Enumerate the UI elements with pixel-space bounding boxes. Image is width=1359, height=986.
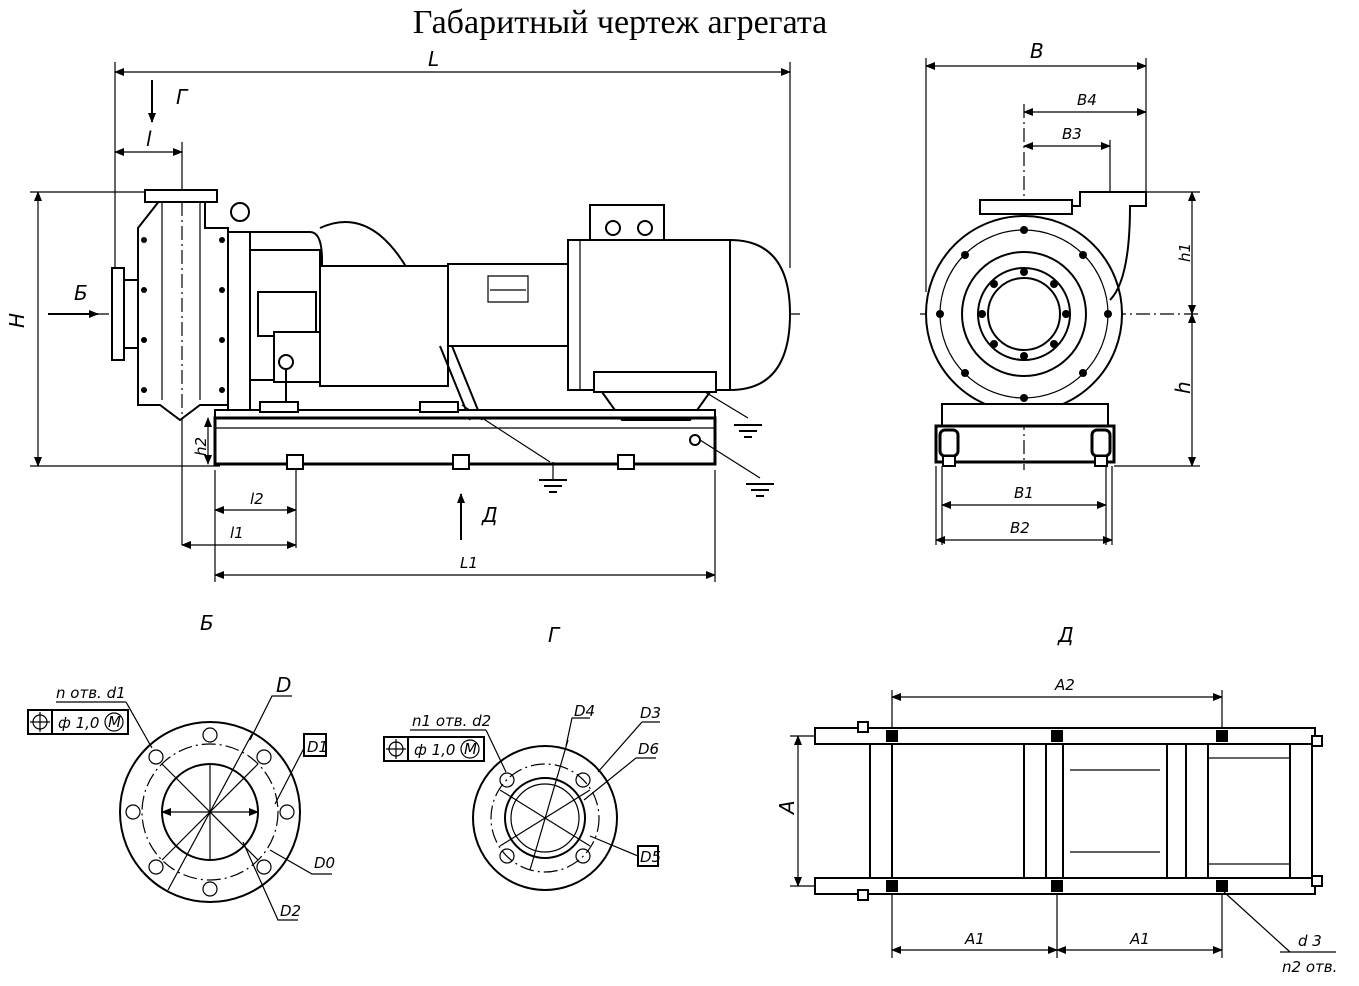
view-g-tolerance: ф 1,0: [414, 741, 455, 759]
dim-B3: B3: [1062, 125, 1082, 143]
side-view: L Г l H Б: [5, 47, 800, 582]
dim-L: L: [428, 47, 439, 71]
dim-B2: B2: [1010, 519, 1030, 537]
view-b-dim-D2: D2: [280, 902, 301, 920]
view-b-dim-D: D: [276, 673, 291, 697]
view-b-modifier: M: [108, 713, 121, 731]
view-g-holes-label: n1 отв. d2: [412, 712, 491, 730]
view-b-suction-flange: Б D D1 D0 D2 n отв. d1: [27, 611, 335, 921]
view-arrow-B: Б: [74, 281, 88, 305]
view-arrow-D: Д: [481, 503, 498, 527]
dim-B4: B4: [1077, 91, 1097, 109]
dim-h1: h1: [1176, 243, 1194, 262]
dim-B1: B1: [1014, 484, 1034, 502]
view-g-dim-D3: D3: [640, 704, 661, 722]
dim-L1: L1: [460, 554, 478, 572]
dim-h: h: [1171, 381, 1195, 394]
view-d-caption: Д: [1057, 623, 1074, 647]
front-view: B B4 B3: [920, 39, 1200, 545]
view-g-modifier: M: [464, 740, 477, 758]
view-b-holes-label: n отв. d1: [56, 684, 126, 702]
view-d-dim-A2: A2: [1054, 676, 1075, 694]
dim-h2: h2: [192, 437, 210, 456]
view-g-dim-D6: D6: [638, 740, 659, 758]
view-d-hole-count: n2 отв.: [1282, 958, 1337, 976]
view-b-dim-D0: D0: [314, 854, 335, 872]
view-d-base-frame: Д A2 A: [775, 623, 1337, 976]
view-g-caption: Г: [548, 623, 561, 647]
view-b-dim-D1: D1: [307, 738, 328, 756]
view-g-discharge-flange: Г D4 D3 D6 D5 n1 отв. d2: [383, 623, 661, 891]
dim-l: l: [146, 127, 152, 151]
dim-B: B: [1030, 39, 1044, 63]
view-arrow-G: Г: [176, 85, 189, 109]
dim-H: H: [5, 313, 29, 328]
dim-l1: l1: [230, 524, 244, 542]
view-g-dim-D4: D4: [574, 702, 595, 720]
dim-l2: l2: [250, 490, 264, 508]
view-d-hole-diameter: d 3: [1298, 932, 1322, 950]
drawing-title: Габаритный чертеж агрегата: [412, 4, 828, 41]
view-g-dim-D5: D5: [640, 848, 661, 866]
view-d-dim-A1-left: A1: [964, 930, 985, 948]
view-b-tolerance: ф 1,0: [58, 714, 99, 732]
view-b-caption: Б: [200, 611, 214, 635]
view-d-dim-A: A: [775, 800, 799, 816]
view-d-dim-A1-right: A1: [1129, 930, 1150, 948]
